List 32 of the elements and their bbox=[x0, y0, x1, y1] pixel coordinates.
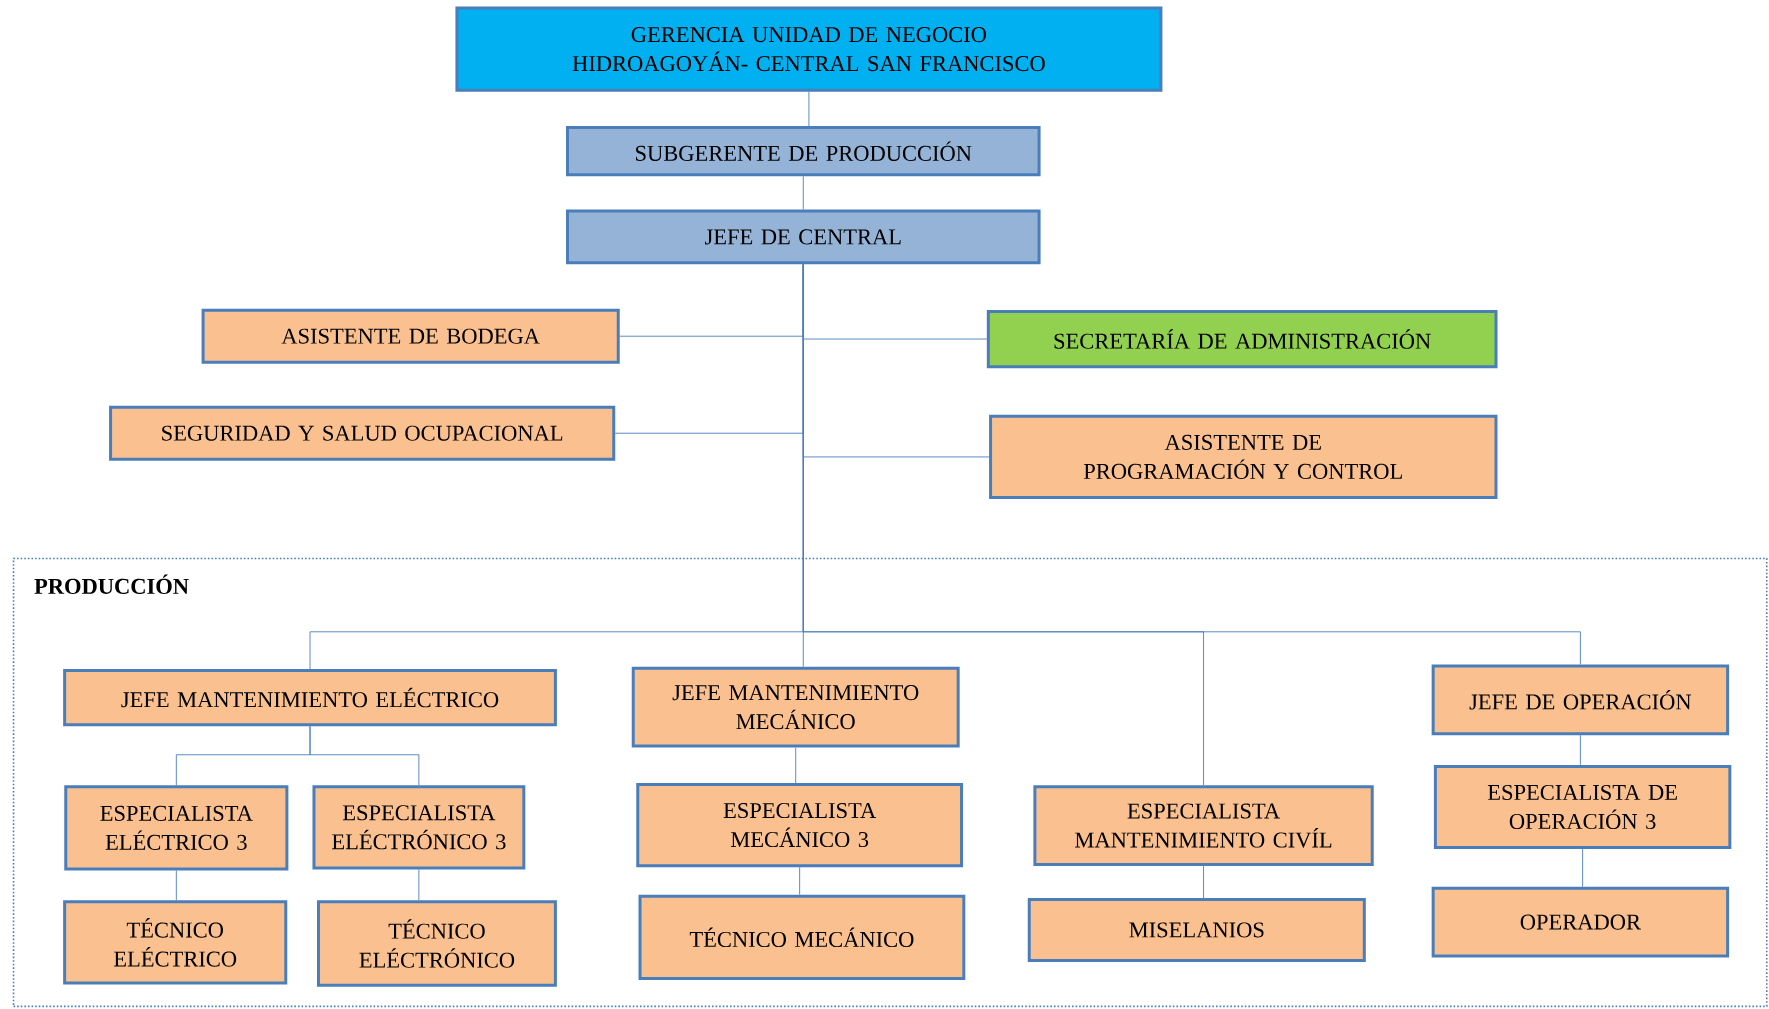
position-box: MISELANIOS bbox=[1027, 898, 1366, 962]
connector-line bbox=[802, 175, 804, 210]
position-box: TÉCNICO MECÁNICO bbox=[638, 894, 966, 980]
connector-line bbox=[175, 870, 177, 901]
position-box: ESPECIALISTA MECÁNICO 3 bbox=[636, 782, 964, 868]
position-box: JEFE MANTENIMIENTO MECÁNICO bbox=[631, 666, 960, 748]
connector-line bbox=[802, 263, 1581, 665]
position-box: ESPECIALISTA ELÉCTRICO 3 bbox=[64, 785, 289, 871]
position-box: SEGURIDAD Y SALUD OCUPACIONAL bbox=[109, 405, 616, 461]
position-box: JEFE DE CENTRAL bbox=[566, 209, 1041, 265]
connector-line bbox=[1579, 734, 1581, 766]
position-box: TÉCNICO ELÉCTRÓNICO bbox=[317, 900, 557, 987]
connector-line bbox=[795, 747, 797, 784]
connector-line bbox=[799, 866, 801, 896]
position-box: GERENCIA UNIDAD DE NEGOCIO HIDROAGOYÁN- CENTRAL SAN FRANCISCO bbox=[455, 6, 1163, 92]
position-box: ESPECIALISTA ELÉCTRÓNICO 3 bbox=[312, 785, 526, 870]
group-heading: PRODUCCIÓN bbox=[34, 574, 189, 594]
connector-line bbox=[808, 91, 810, 127]
position-box: ASISTENTE DE PROGRAMACIÓN Y CONTROL bbox=[989, 414, 1498, 500]
position-box: ASISTENTE DE BODEGA bbox=[201, 308, 620, 364]
position-box: SUBGERENTE DE PRODUCCIÓN bbox=[566, 126, 1041, 177]
position-box: ESPECIALISTA DE OPERACIÓN 3 bbox=[1433, 764, 1732, 850]
connector-line bbox=[1203, 865, 1204, 899]
connector-line bbox=[1582, 848, 1584, 888]
position-box: TÉCNICO ELÉCTRICO bbox=[63, 900, 288, 985]
connector-line bbox=[309, 725, 420, 786]
position-box: OPERADOR bbox=[1431, 886, 1730, 958]
position-box: JEFE DE OPERACIÓN bbox=[1431, 664, 1730, 736]
position-box: SECRETARÍA DE ADMINISTRACIÓN bbox=[986, 309, 1498, 369]
position-box: JEFE MANTENIMIENTO ELÉCTRICO bbox=[63, 669, 557, 727]
position-box: ESPECIALISTA MANTENIMIENTO CIVÍL bbox=[1033, 785, 1374, 867]
connector-line bbox=[418, 868, 420, 901]
